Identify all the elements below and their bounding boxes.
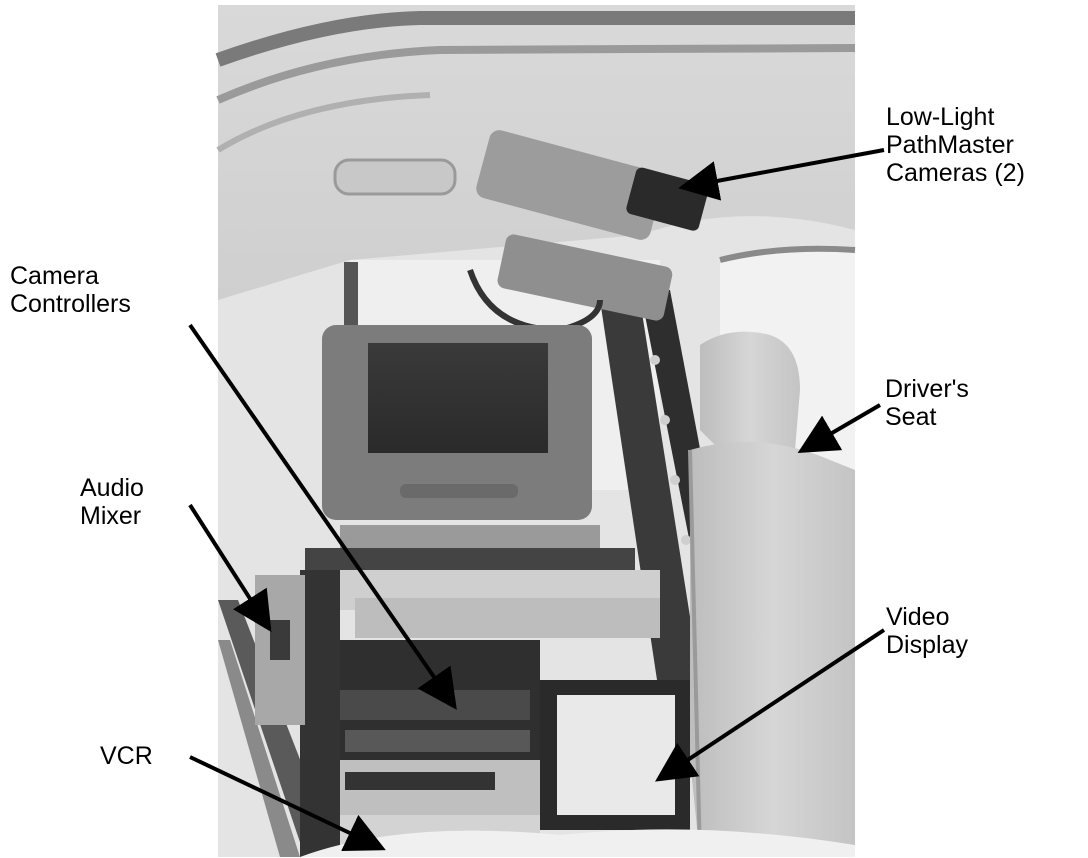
- label-display: Video Display: [886, 603, 968, 659]
- label-cameras-line-3: Cameras (2): [886, 159, 1025, 187]
- label-mixer: Audio Mixer: [80, 474, 144, 530]
- video-display: [540, 680, 690, 830]
- label-mixer-line-2: Mixer: [80, 502, 142, 530]
- label-cameras-line-1: Low-Light: [886, 103, 995, 131]
- label-vcr: VCR: [100, 742, 153, 770]
- label-cameras-line-2: PathMaster: [886, 131, 1014, 159]
- cameras: [467, 130, 709, 334]
- label-controllers-line-2: Controllers: [10, 290, 131, 318]
- label-seat-line-1: Driver's: [885, 375, 969, 403]
- label-display-line-2: Display: [886, 631, 968, 659]
- laptop: [305, 325, 635, 570]
- label-display-line-1: Video: [886, 603, 950, 631]
- label-cameras: Low-Light PathMaster Cameras (2): [886, 103, 1025, 187]
- label-seat-line-2: Seat: [885, 403, 937, 431]
- label-controllers: Camera Controllers: [10, 262, 131, 318]
- foreground-cloth: [300, 829, 855, 857]
- label-vcr-line-1: VCR: [100, 742, 153, 770]
- label-seat: Driver's Seat: [885, 375, 969, 431]
- label-controllers-line-1: Camera: [10, 262, 99, 290]
- label-mixer-line-1: Audio: [80, 474, 144, 502]
